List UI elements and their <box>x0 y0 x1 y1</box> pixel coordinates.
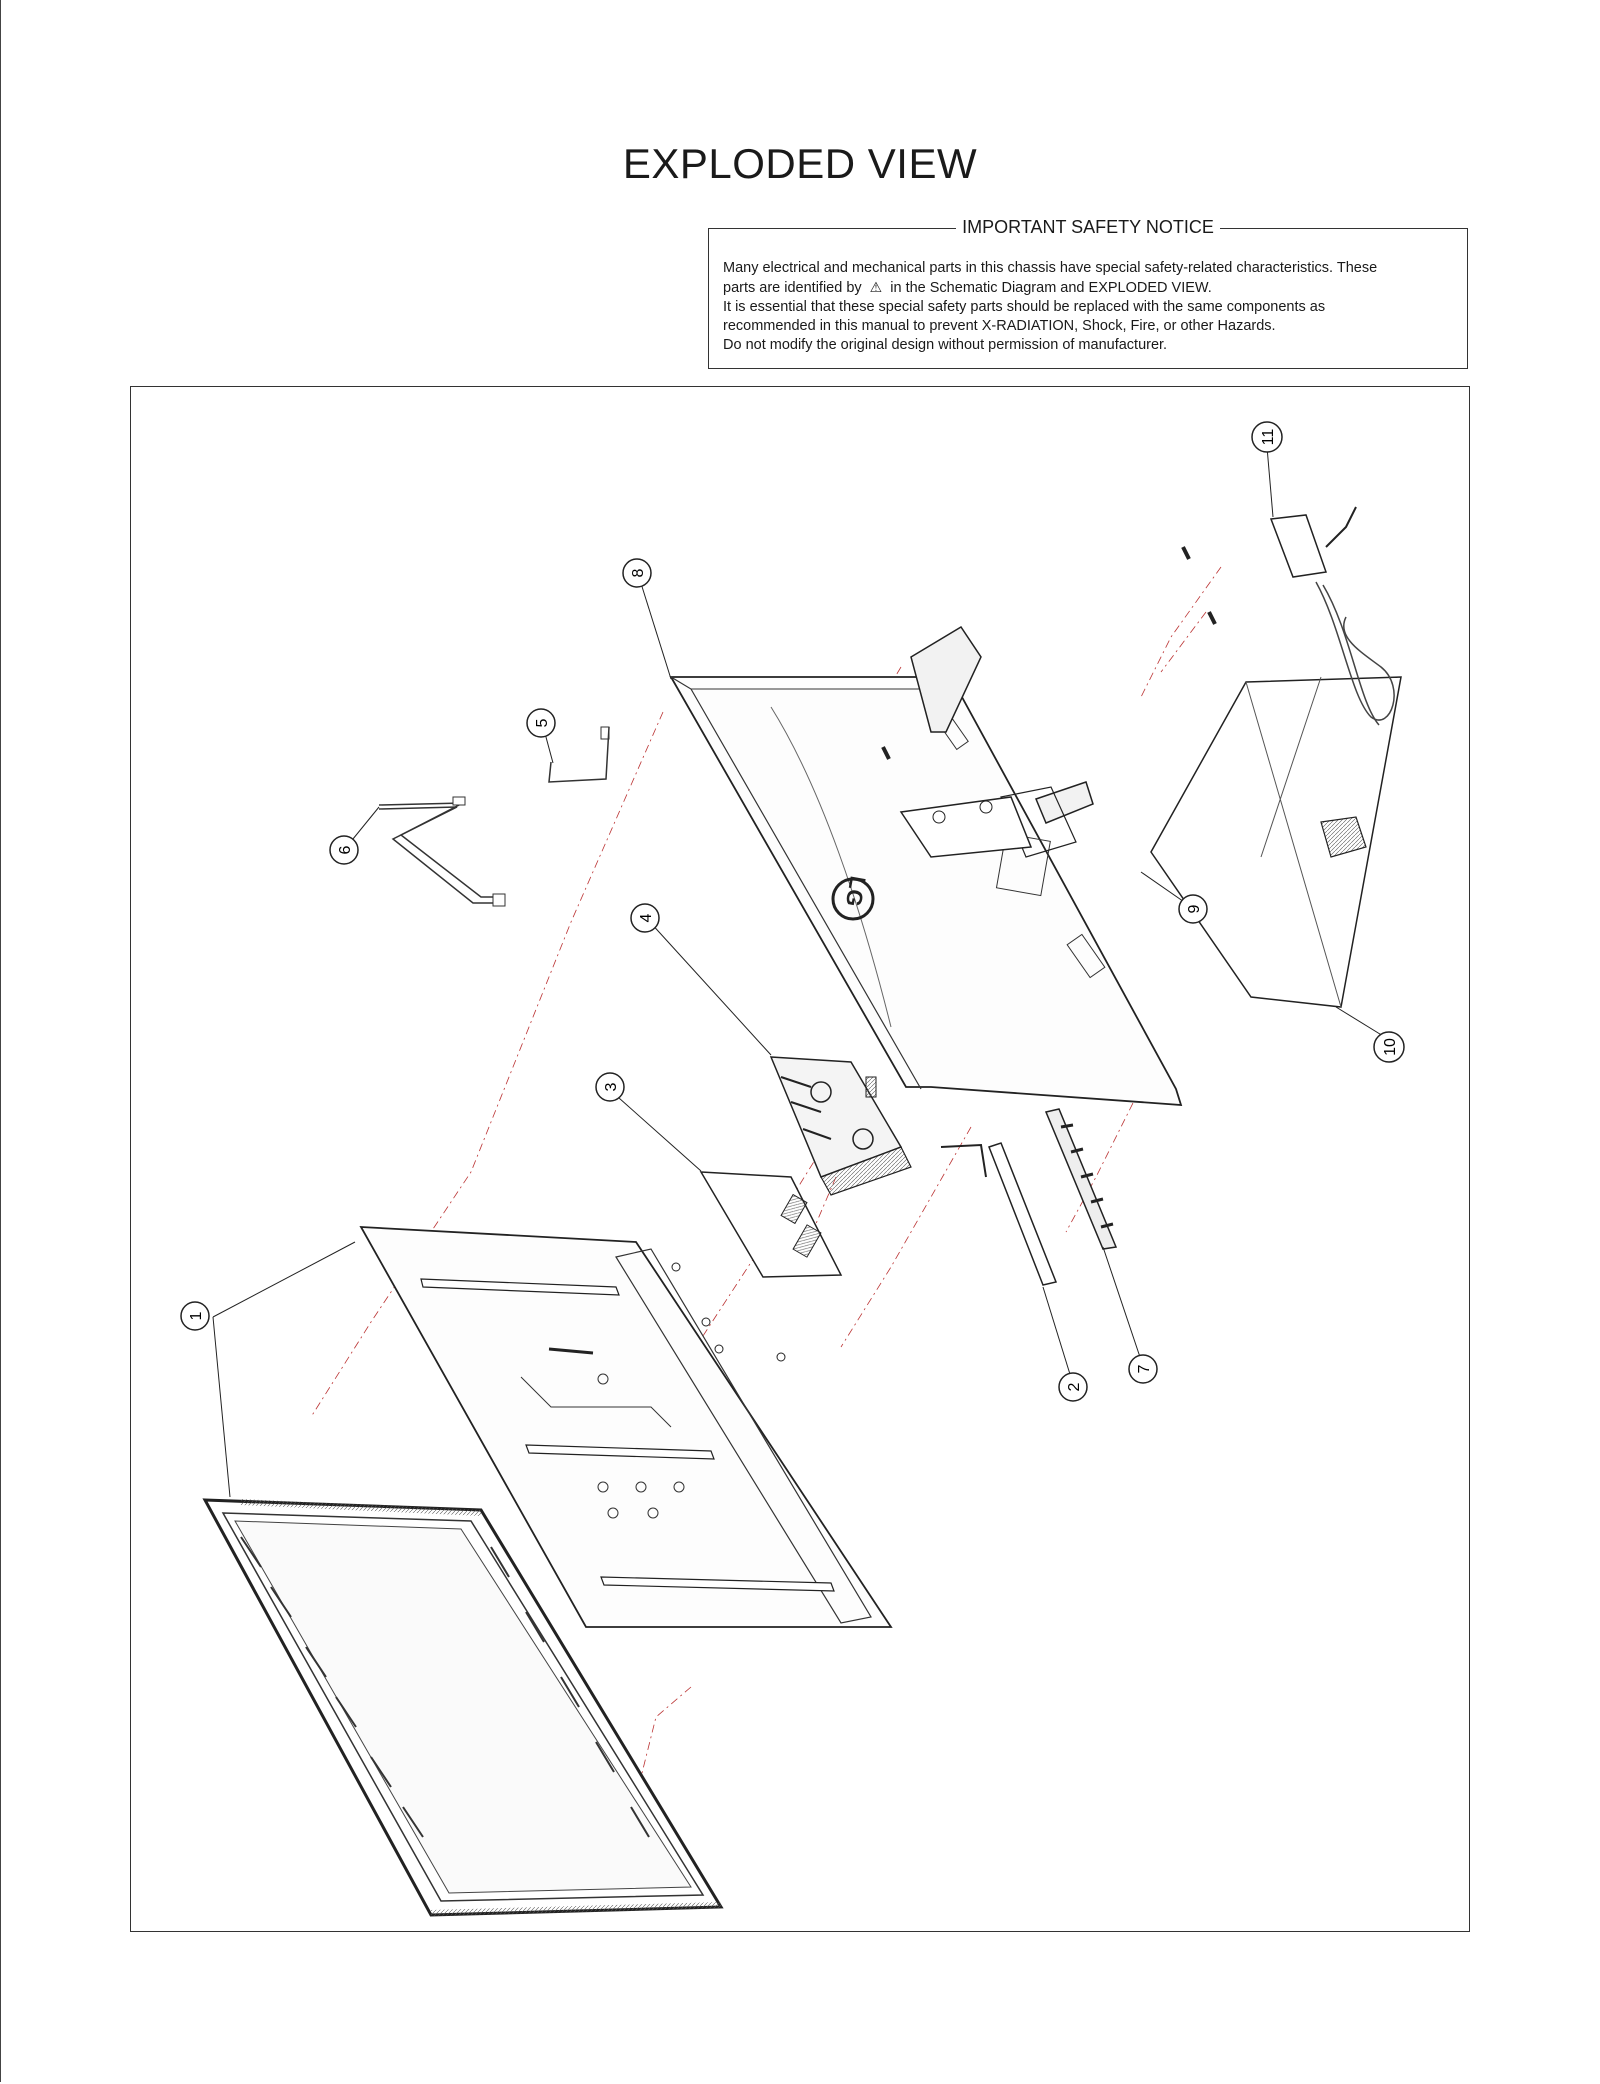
callout-3: 3 <box>595 1072 625 1102</box>
part-1-front-bezel <box>202 1498 724 1917</box>
notice-line-2-after: in the Schematic Diagram and EXPLODED VI… <box>890 280 1212 296</box>
svg-text:10: 10 <box>1382 1038 1399 1056</box>
callout-10: 10 <box>1373 1031 1405 1063</box>
svg-text:5: 5 <box>534 718 551 727</box>
warning-triangle-icon: ⚠ <box>869 279 883 295</box>
lg-logo-mark: LG <box>841 874 871 908</box>
part-6-cable <box>378 796 506 907</box>
svg-text:7: 7 <box>1136 1364 1153 1373</box>
part-4-interface-bracket <box>769 1056 912 1196</box>
callout-8: 8 <box>622 558 652 588</box>
callout-9: 9 <box>1178 894 1208 924</box>
notice-line-3: It is essential that these special safet… <box>723 299 1326 315</box>
callout-6: 6 <box>329 835 359 865</box>
part-3-main-board <box>671 1171 843 1362</box>
safety-notice-body: Many electrical and mechanical parts in … <box>723 259 1453 355</box>
svg-text:4: 4 <box>638 913 655 922</box>
part-callouts: 1 2 3 4 5 6 7 8 9 10 11 <box>180 421 1405 1402</box>
exploded-view-diagram: LG <box>130 386 1470 1932</box>
notice-line-1: Many electrical and mechanical parts in … <box>723 260 1378 276</box>
callout-7: 7 <box>1128 1354 1158 1384</box>
callout-11: 11 <box>1251 421 1283 453</box>
part-7-control-keys <box>1044 1108 1118 1250</box>
safety-notice-heading: IMPORTANT SAFETY NOTICE <box>956 217 1220 237</box>
callout-4: 4 <box>630 903 660 933</box>
notice-line-4: recommended in this manual to prevent X-… <box>723 318 1276 334</box>
svg-text:1: 1 <box>188 1311 205 1320</box>
notice-line-2: parts are identified by ⚠ in the Schemat… <box>723 278 1453 298</box>
callout-1: 1 <box>180 1301 210 1331</box>
callout-5: 5 <box>526 708 556 738</box>
notice-line-2-before: parts are identified by <box>723 280 862 296</box>
callout-2: 2 <box>1058 1372 1088 1402</box>
exploded-view-drawing: LG <box>180 421 1405 1917</box>
part-2-control-board <box>940 1142 1058 1286</box>
notice-line-5: Do not modify the original design withou… <box>723 337 1168 353</box>
svg-text:6: 6 <box>337 845 354 854</box>
svg-text:11: 11 <box>1260 429 1277 446</box>
part-10-stand-base <box>1150 676 1402 1008</box>
safety-notice-heading-wrap: IMPORTANT SAFETY NOTICE <box>709 217 1467 238</box>
callout-leader-lines <box>212 446 1389 1498</box>
safety-notice-box: IMPORTANT SAFETY NOTICE Many electrical … <box>708 217 1468 369</box>
page-title: EXPLODED VIEW <box>622 140 978 187</box>
part-11-power-adapter <box>1269 506 1395 726</box>
svg-text:2: 2 <box>1066 1382 1083 1391</box>
part-5-cable <box>548 726 610 783</box>
svg-text:9: 9 <box>1186 904 1203 913</box>
part-8-rear-cover: LG <box>669 676 1183 1106</box>
svg-text:3: 3 <box>603 1082 620 1091</box>
part-9-stand-body <box>881 546 1217 858</box>
part-1-lcd-panel <box>359 1226 893 1628</box>
svg-text:8: 8 <box>630 568 647 577</box>
